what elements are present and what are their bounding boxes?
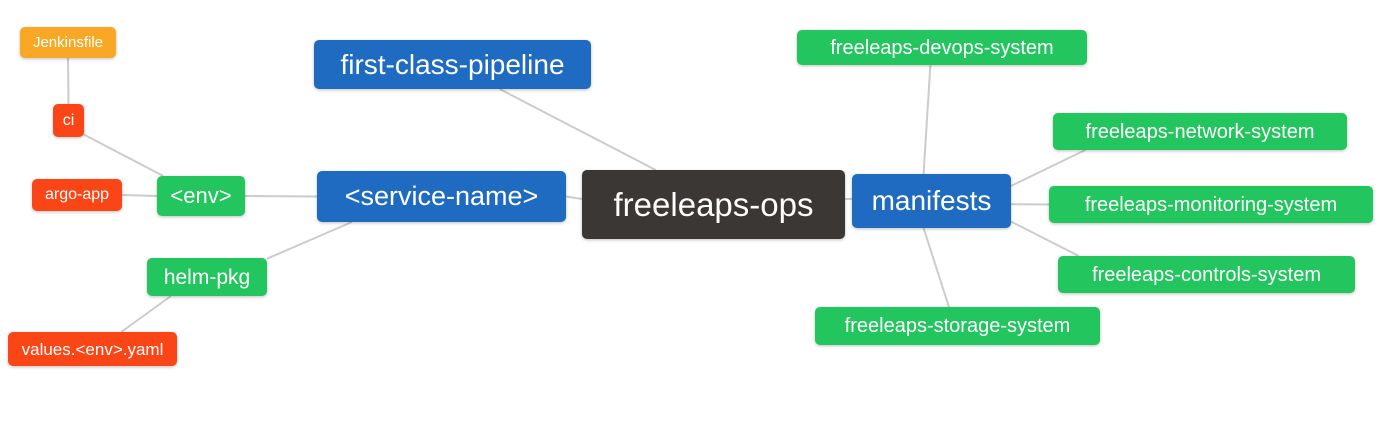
edge-jenkinsfile-ci	[67, 57, 70, 105]
node-freeleaps-storage-system[interactable]: freeleaps-storage-system	[815, 307, 1100, 345]
node-service-name[interactable]: <service-name>	[317, 171, 566, 222]
node-freeleaps-devops-system[interactable]: freeleaps-devops-system	[797, 30, 1087, 65]
edge-values-env-yaml-helm-pkg	[120, 295, 172, 333]
node-values-env-yaml[interactable]: values.<env>.yaml	[8, 332, 177, 366]
node-env[interactable]: <env>	[157, 176, 245, 216]
node-freeleaps-network-system[interactable]: freeleaps-network-system	[1053, 113, 1347, 150]
node-argo-app[interactable]: argo-app	[32, 179, 122, 211]
edge-manifests-freeleaps-controls-system	[1010, 220, 1080, 257]
edge-helm-pkg-service-name	[266, 221, 353, 260]
edge-service-name-freeleaps-ops	[565, 195, 583, 200]
node-freeleaps-ops[interactable]: freeleaps-ops	[582, 170, 845, 239]
node-jenkinsfile[interactable]: Jenkinsfile	[20, 27, 116, 58]
edge-argo-app-env	[121, 194, 158, 197]
node-manifests[interactable]: manifests	[852, 174, 1011, 228]
node-freeleaps-monitoring-system[interactable]: freeleaps-monitoring-system	[1049, 186, 1373, 223]
node-helm-pkg[interactable]: helm-pkg	[147, 258, 267, 296]
node-freeleaps-controls-system[interactable]: freeleaps-controls-system	[1058, 256, 1355, 293]
edge-env-service-name	[244, 195, 318, 198]
node-ci[interactable]: ci	[53, 104, 84, 137]
edge-manifests-freeleaps-storage-system	[922, 227, 950, 308]
edge-manifests-freeleaps-network-system	[1010, 149, 1086, 187]
edge-manifests-freeleaps-devops-system	[922, 64, 932, 175]
edge-first-class-pipeline-freeleaps-ops	[499, 88, 657, 171]
node-first-class-pipeline[interactable]: first-class-pipeline	[314, 40, 591, 89]
edge-ci-env	[81, 132, 164, 177]
